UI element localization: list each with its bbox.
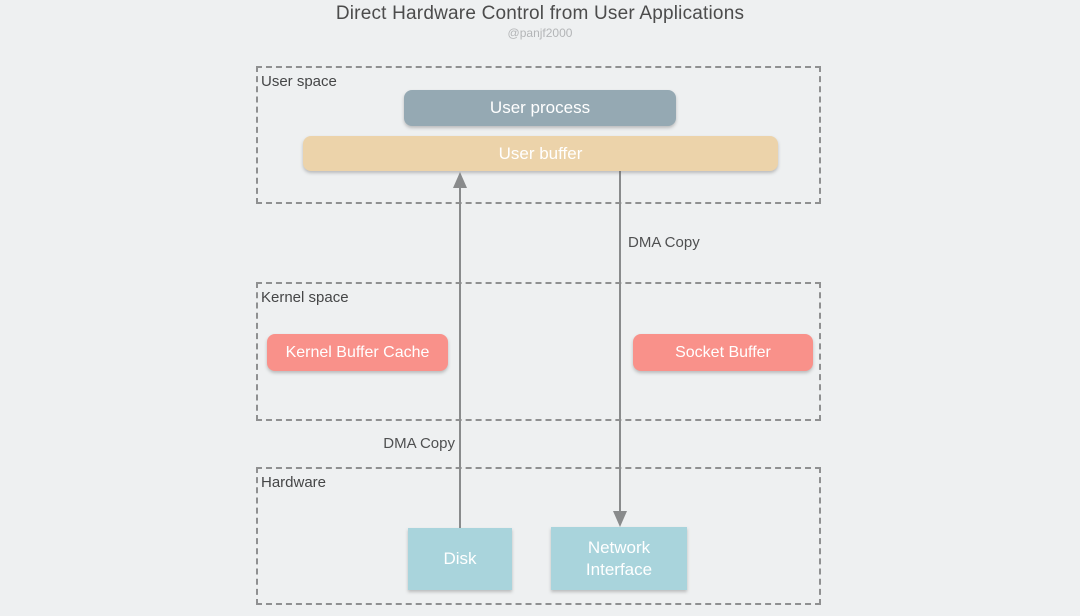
dma-copy-label-disk: DMA Copy: [383, 435, 455, 452]
region-hardware: Hardware: [256, 467, 821, 605]
node-disk-label: Disk: [443, 549, 477, 568]
node-user-process: User process: [404, 90, 676, 126]
arrow-up-head-icon: [453, 172, 467, 188]
region-user-space: User space: [256, 66, 821, 204]
node-network-interface-label: Network Interface: [585, 538, 653, 579]
node-socket-buffer-label: Socket Buffer: [675, 343, 771, 361]
arrow-disk-to-user-buffer-line: [459, 187, 461, 528]
arrow-user-buffer-to-network-interface-line: [619, 171, 621, 513]
dma-copy-label-network: DMA Copy: [628, 234, 700, 251]
node-network-interface: Network Interface: [551, 527, 687, 590]
page-title: Direct Hardware Control from User Applic…: [335, 3, 745, 24]
node-user-process-label: User process: [489, 98, 591, 117]
node-user-buffer: User buffer: [303, 136, 778, 171]
page-subtitle: @panjf2000: [507, 26, 573, 40]
node-disk: Disk: [408, 528, 512, 590]
node-kernel-buffer-cache: Kernel Buffer Cache: [267, 334, 448, 371]
node-kernel-buffer-cache-label: Kernel Buffer Cache: [285, 343, 430, 361]
arrow-down-head-icon: [613, 511, 627, 527]
node-socket-buffer: Socket Buffer: [633, 334, 813, 371]
region-hardware-label: Hardware: [261, 474, 327, 491]
node-user-buffer-label: User buffer: [498, 143, 583, 163]
region-kernel-space-label: Kernel space: [261, 289, 349, 306]
region-user-space-label: User space: [261, 73, 337, 90]
region-kernel-space: Kernel space: [256, 282, 821, 421]
